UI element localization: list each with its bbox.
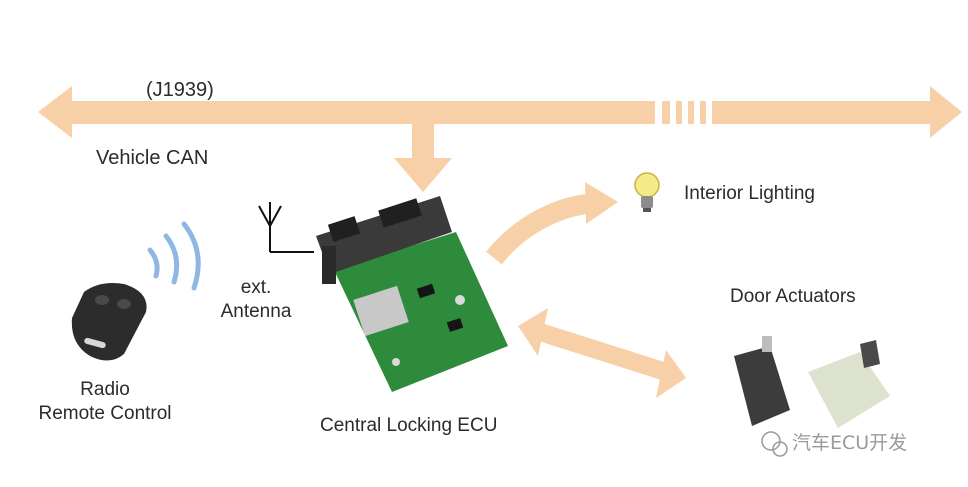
- remote-label: Radio Remote Control: [10, 378, 200, 426]
- antenna-label: ext. Antenna: [206, 276, 306, 324]
- can-bus-arrow: [38, 86, 962, 138]
- ecu-door-double-arrow: [518, 308, 686, 398]
- door-actuators-label: Door Actuators: [730, 286, 856, 307]
- ecu-label: Central Locking ECU: [320, 415, 498, 436]
- radio-waves-icon: [147, 221, 201, 291]
- bus-to-ecu-arrow: [394, 124, 452, 192]
- door-actuator-icon: [734, 336, 890, 428]
- watermark-text: 汽车ECU开发: [792, 432, 908, 454]
- remote-label-line-1: Radio: [80, 379, 130, 400]
- antenna-icon: [258, 202, 314, 253]
- can-protocol-label: (J1939): [146, 79, 214, 101]
- remote-control-icon: [71, 283, 147, 361]
- remote-label-line-2: Remote Control: [38, 403, 172, 424]
- can-bus-label: Vehicle CAN: [96, 147, 209, 169]
- watermark: 汽车ECU开发: [758, 428, 907, 455]
- ecu-board-icon: [316, 196, 508, 392]
- light-bulb-icon: [634, 172, 660, 212]
- wechat-logo: [761, 431, 788, 457]
- antenna-label-line-1: ext.: [240, 277, 272, 298]
- antenna-label-line-2: Antenna: [220, 301, 292, 322]
- ecu-to-lighting-arrow: [486, 182, 618, 265]
- interior-lighting-label: Interior Lighting: [684, 183, 815, 204]
